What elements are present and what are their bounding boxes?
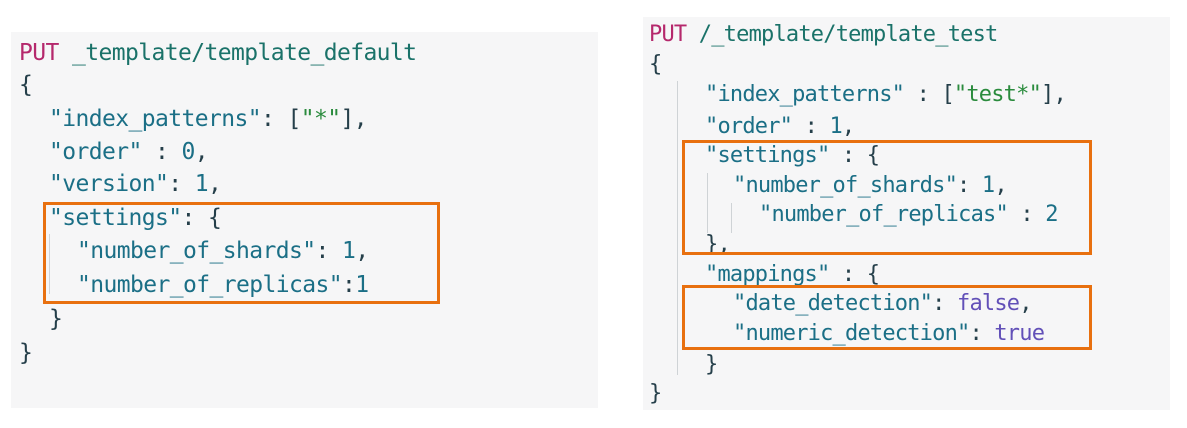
open-brace: {: [19, 72, 33, 98]
mappings-highlight-box: [682, 285, 1092, 350]
shards-line: "number_of_shards": 1,: [733, 173, 1008, 198]
replicas-line: "number_of_replicas":1: [77, 272, 369, 298]
settings-highlight-box: [682, 140, 1092, 255]
order-line: "order" : 1,: [705, 114, 855, 139]
date-detection-line: "date_detection": false,: [733, 291, 1033, 316]
shards-line: "number_of_shards": 1,: [77, 238, 369, 264]
numeric-detection-line: "numeric_detection": true: [733, 321, 1045, 346]
http-method: PUT: [19, 40, 59, 66]
open-brace: {: [649, 52, 662, 77]
request-path: _template/template_default: [72, 40, 417, 66]
settings-line: "settings" : {: [705, 143, 880, 168]
order-line: "order" : 0,: [49, 139, 209, 165]
version-line: "version": 1,: [49, 171, 222, 197]
mappings-line: "mappings" : {: [705, 262, 880, 287]
right-code-panel: PUT /_template/template_test { "index_pa…: [643, 17, 1170, 410]
replicas-line: "number_of_replicas" : 2: [759, 202, 1059, 227]
indent-guide: [731, 203, 732, 233]
settings-line: "settings": {: [49, 205, 222, 231]
request-line: PUT _template/template_default: [19, 38, 417, 68]
request-line: PUT /_template/template_test: [649, 20, 998, 50]
indent-guide: [49, 234, 50, 294]
indent-guide: [677, 81, 678, 375]
request-path: /_template/template_test: [698, 22, 998, 47]
mappings-close-brace: }: [705, 352, 718, 377]
close-brace: }: [649, 381, 662, 406]
http-method: PUT: [649, 22, 687, 47]
index-patterns-line: "index_patterns": ["*"],: [49, 106, 368, 132]
left-code-panel: PUT _template/template_default { "index_…: [11, 32, 598, 408]
index-patterns-line: "index_patterns" : ["test*"],: [705, 82, 1067, 107]
indent-guide: [707, 173, 708, 233]
settings-highlight-box: [43, 202, 440, 304]
close-brace: }: [19, 340, 33, 366]
inner-close-brace: }: [49, 306, 63, 332]
